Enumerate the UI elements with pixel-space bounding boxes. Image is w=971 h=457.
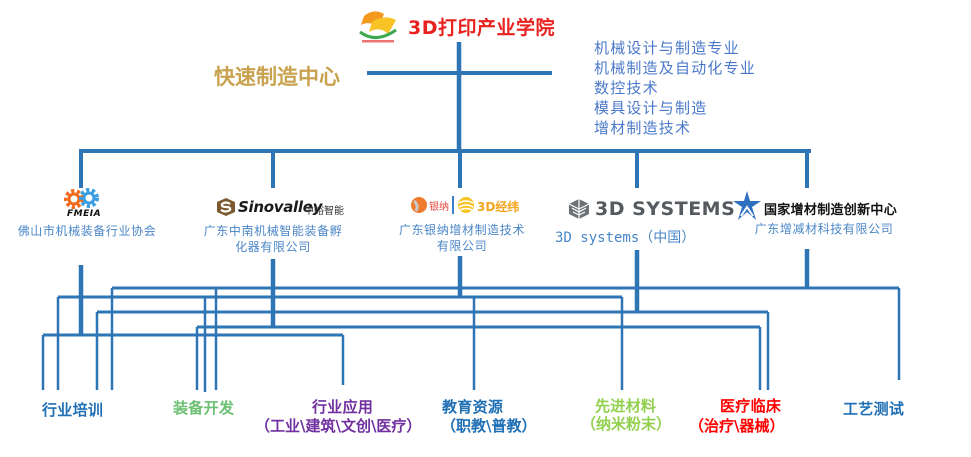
major-item: 数控技术 [594, 79, 659, 97]
partner-name: 广东增减材科技有限公司 [750, 221, 898, 237]
area-advanced-materials-sub: （纳米粉末） [581, 415, 672, 433]
partner-name: 广东中南机械智能装备孵 化器有限公司 [198, 223, 348, 255]
area-industry-application-sub: （工业\建筑\文创\医疗） [255, 417, 422, 435]
fmeia-logo-text: FMEIA [67, 209, 102, 219]
area-equipment-development: 装备开发 [173, 399, 235, 417]
partner-name: 3D systems（中国） [555, 227, 695, 247]
area-medical-clinical: 医疗临床 [720, 397, 782, 415]
major-item: 机械制造及自动化专业 [594, 59, 757, 77]
3dsystems-logo-text: 3D SYSTEMS [595, 198, 736, 220]
area-medical-clinical-sub: （治疗\器械） [689, 417, 785, 435]
partner-name-line: 广东银纳增材制造技术 [398, 223, 525, 237]
jingwei-logo-text: 3D经纬 [477, 200, 520, 214]
yinna-logo-icon [411, 197, 427, 213]
area-advanced-materials: 先进材料 [595, 397, 657, 415]
yinna-logo-text: 银纳 [429, 202, 449, 213]
area-education-resources-sub: （职教\普教） [441, 417, 537, 435]
sinovalley-logo-icon [217, 198, 235, 216]
jingwei-logo-icon [458, 197, 474, 213]
partner-name: 广东银纳增材制造技术 有限公司 [392, 222, 532, 254]
national-am-logo-text: 国家增材制造创新中心 [764, 203, 898, 218]
majors-list: 机械设计与制造专业 机械制造及自动化专业 数控技术 模具设计与制造 增材制造技术 [594, 38, 756, 138]
area-education-resources: 教育资源 [442, 398, 504, 416]
3dsystems-cube-icon [568, 199, 590, 219]
partner-name-line: 有限公司 [436, 239, 488, 253]
area-process-testing: 工艺测试 [843, 400, 905, 418]
logo-divider [452, 196, 454, 214]
area-industry-application: 行业应用 [312, 398, 374, 416]
major-item: 增材制造技术 [594, 119, 692, 137]
national-am-star-icon [733, 191, 761, 220]
partner-name-line: 广东中南机械智能装备孵 [203, 224, 343, 238]
center-label: 快速制造中心 [214, 65, 340, 89]
partner-name-line: 广东增减材科技有限公司 [754, 222, 894, 236]
area-industry-training: 行业培训 [42, 401, 104, 419]
partner-name: 佛山市机械装备行业协会 [17, 223, 157, 239]
school-logo [359, 11, 397, 43]
partner-name-line: 3D systems（中国） [555, 230, 696, 246]
partner-name-line: 化器有限公司 [235, 240, 311, 254]
fmeia-gears-icon [64, 188, 99, 209]
major-item: 模具设计与制造 [594, 99, 708, 117]
partner-name-line: 佛山市机械装备行业协会 [17, 224, 157, 238]
sinovalley-logo-text: Sinovalley [238, 198, 323, 216]
sinovalley-logo-text-cn: 中峪智能 [304, 206, 344, 217]
page-title: 3D打印产业学院 [408, 17, 555, 39]
major-item: 机械设计与制造专业 [594, 39, 740, 57]
